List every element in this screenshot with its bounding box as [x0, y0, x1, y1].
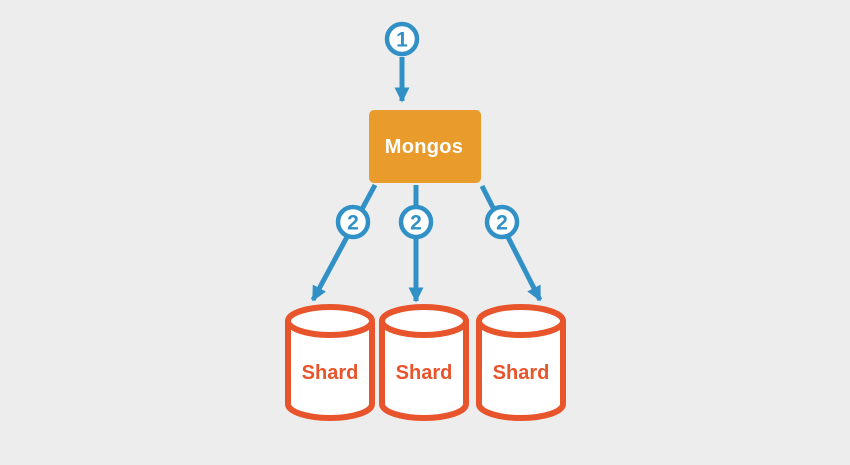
shard-node-1: Shard — [285, 304, 375, 421]
shard-arrow-right — [479, 184, 543, 302]
shard-1-label: Shard — [302, 362, 359, 384]
shard-2-label: Shard — [396, 362, 453, 384]
shard-2-cylinder-top — [379, 304, 469, 338]
step-2-badge-right — [484, 204, 520, 240]
step-1-badge — [384, 21, 420, 57]
shard-node-3: Shard — [476, 304, 566, 421]
shard-3-cylinder-body — [476, 321, 566, 421]
step-2-badge-middle — [398, 204, 434, 240]
step-1-badge-label: 1 — [396, 29, 408, 52]
shard-3-cylinder-top — [476, 304, 566, 338]
step-2-badge-right-label: 2 — [496, 212, 508, 235]
shard-1-cylinder-body — [285, 321, 375, 421]
step-2-badge-left-label: 2 — [347, 212, 359, 235]
shard-1-cylinder-top — [285, 304, 375, 338]
shard-3-label: Shard — [493, 362, 550, 384]
mongos-router-box — [369, 110, 481, 183]
step-2-badge-left — [335, 204, 371, 240]
mongos-router-label: Mongos — [385, 136, 463, 158]
step-2-badges: 2 2 2 — [335, 204, 520, 240]
shard-node-2: Shard — [379, 304, 469, 421]
step-2-badge-middle-label: 2 — [410, 212, 422, 235]
shard-arrow-left — [310, 183, 378, 302]
shard-2-cylinder-body — [379, 321, 469, 421]
